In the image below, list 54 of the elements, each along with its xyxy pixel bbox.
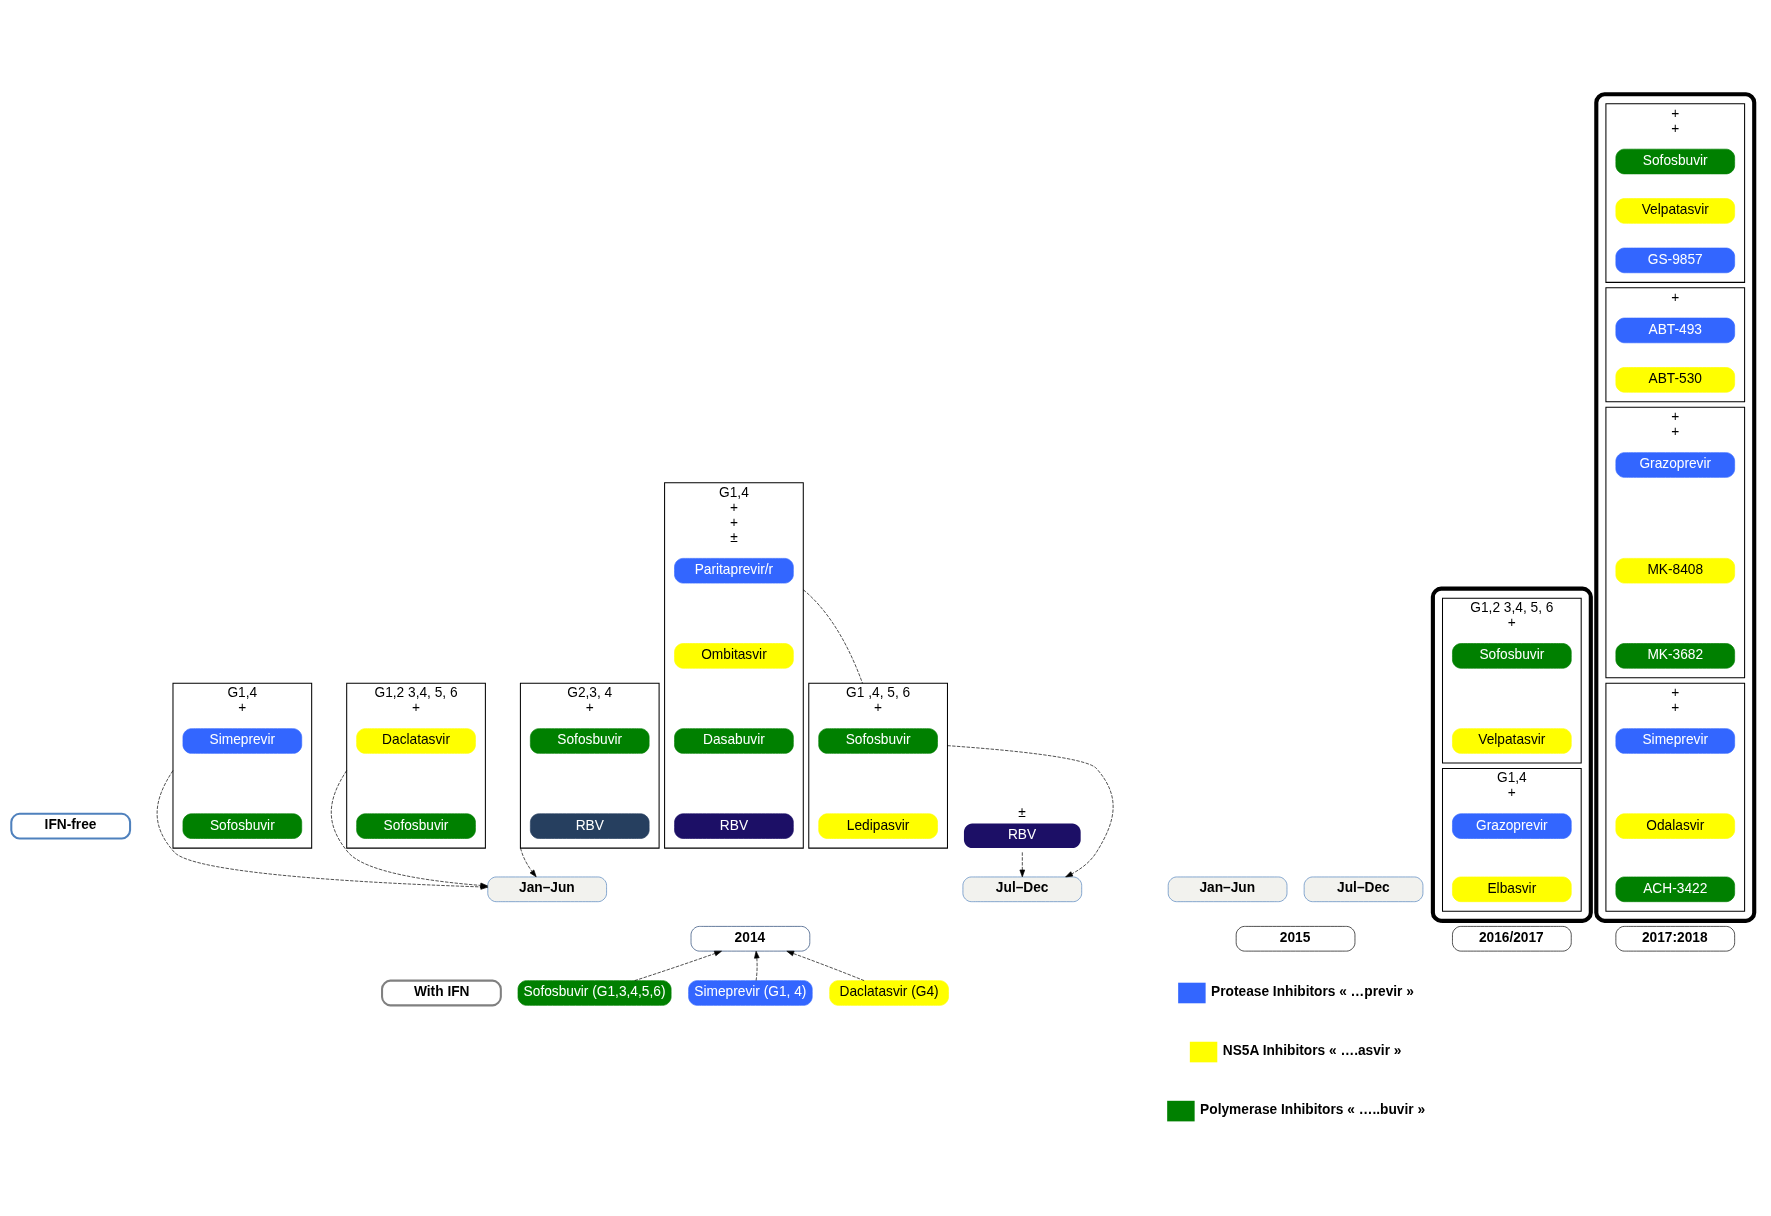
node-box: IFN-free: [10, 812, 132, 840]
arrow: [1019, 851, 1026, 877]
node-box: Elbasvir: [1452, 876, 1572, 902]
node-box: Odalasvir: [1615, 812, 1735, 839]
node-box: Grazoprevir: [1615, 451, 1735, 478]
node-box: Ombitasvir: [674, 642, 794, 669]
cluster: [1594, 91, 1757, 923]
node-box: Dasabuvir: [674, 727, 794, 754]
node-box: MK-3682: [1615, 642, 1735, 669]
node-box: Velpatasvir: [1452, 727, 1572, 754]
node-box: RBV: [530, 812, 650, 839]
node-box: RBV: [674, 812, 794, 839]
node-box: 2015: [1235, 925, 1356, 951]
legend-label: NS5A Inhibitors « ….asvir »: [1222, 1042, 1402, 1058]
node-box: Jan–Jun: [487, 876, 607, 902]
legend-label: Polymerase Inhibitors « …..buvir »: [1200, 1101, 1426, 1117]
node-box: Sofosbuvir (G1,3,4,5,6): [517, 979, 672, 1006]
node-box: Jul–Dec: [1303, 876, 1424, 902]
node-box: With IFN: [381, 979, 502, 1006]
node-box: MK-8408: [1615, 557, 1735, 583]
cluster: [1430, 586, 1593, 923]
arrow: [786, 950, 865, 981]
arrow: [520, 847, 537, 877]
node-box: Velpatasvir: [1615, 197, 1735, 224]
node-box: Simeprevir: [182, 727, 303, 754]
node-box: 2014: [690, 925, 811, 951]
node-box: GS-9857: [1615, 247, 1735, 273]
node-box: Jan–Jun: [1167, 876, 1288, 902]
node-box: Paritaprevir/r: [674, 557, 794, 583]
node-box: Sofosbuvir: [182, 812, 303, 839]
node-box: Sofosbuvir: [818, 727, 938, 754]
node-box: ABT-530: [1615, 366, 1735, 393]
node-box: Simeprevir: [1615, 727, 1735, 754]
node-box: 2017:2018: [1615, 925, 1735, 951]
node-box: Sofosbuvir: [356, 812, 476, 839]
node-box: Sofosbuvir: [1452, 642, 1572, 669]
node-box: Ledipasvir: [818, 812, 938, 839]
arrow: [754, 950, 760, 981]
node-box: ACH-3422: [1615, 876, 1735, 902]
node-box: 2016/2017: [1452, 925, 1572, 951]
connector: [802, 588, 863, 684]
node-box: Jul–Dec: [962, 876, 1083, 902]
node-box: Sofosbuvir: [1615, 148, 1735, 174]
node-label: ±: [1018, 804, 1026, 820]
node-box: Daclatasvir: [356, 727, 476, 754]
node-box: Simeprevir (G1, 4): [688, 979, 813, 1006]
legend-label: Protease Inhibitors « …previr »: [1211, 983, 1414, 999]
node-box: RBV: [963, 822, 1081, 848]
arrow: [634, 950, 722, 981]
node-box: Daclatasvir (G4): [829, 979, 949, 1006]
node-box: Sofosbuvir: [530, 727, 650, 754]
node-box: Grazoprevir: [1452, 812, 1572, 839]
arrow: [947, 744, 1114, 877]
node-box: ABT-493: [1615, 317, 1735, 343]
